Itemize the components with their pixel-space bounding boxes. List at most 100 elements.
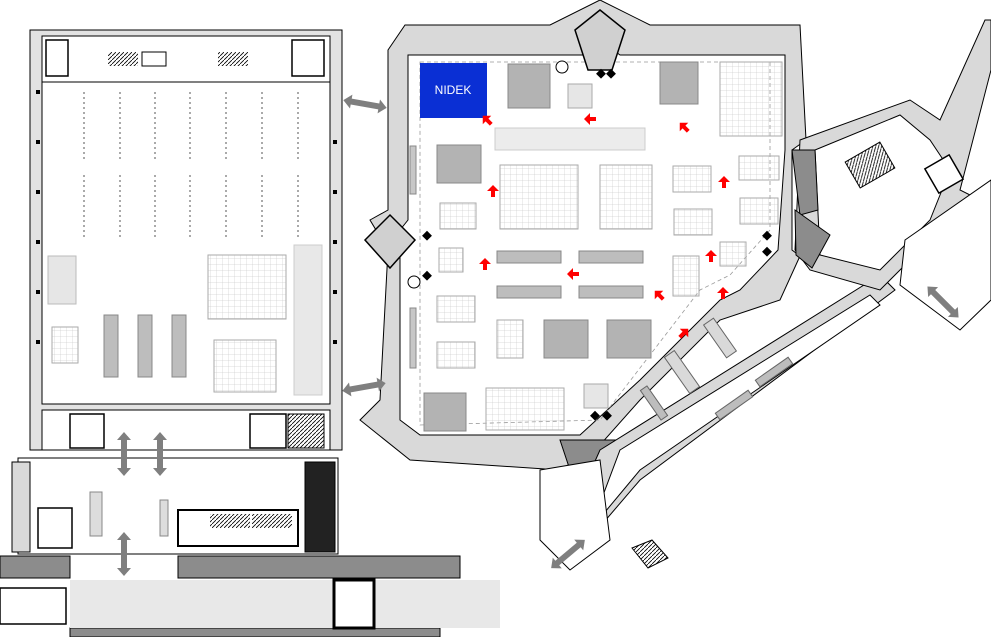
lower-lobby [11, 457, 339, 555]
booth[interactable] [103, 314, 119, 378]
room [37, 507, 73, 549]
elevator-icon [69, 413, 105, 449]
route-arrow-icon [705, 250, 717, 262]
corridor-wall [177, 555, 461, 579]
restroom-stalls [252, 514, 292, 528]
annex-shade [794, 209, 831, 269]
booth[interactable] [409, 307, 417, 369]
annex-stairs [844, 141, 896, 189]
stair-icon [631, 539, 669, 569]
booth[interactable] [606, 319, 652, 359]
booth[interactable] [494, 127, 646, 151]
access-arrow-icon [153, 432, 167, 476]
access-arrow-icon [117, 532, 131, 576]
service-room [141, 51, 167, 67]
lobby-wall [11, 461, 31, 553]
route-arrow-icon [482, 115, 493, 126]
annex-floor [814, 114, 951, 271]
route-arrow-icon [679, 122, 690, 133]
booth[interactable] [436, 144, 482, 184]
booth[interactable] [738, 155, 780, 181]
service-room [218, 52, 248, 66]
access-arrow-icon [551, 539, 585, 569]
booth[interactable] [672, 255, 700, 297]
stair-block [291, 39, 325, 77]
left-hall-rails [83, 92, 299, 240]
booth[interactable] [714, 389, 754, 421]
route-arrow-icon [717, 287, 729, 299]
corridor-wall [69, 627, 441, 637]
corridor-floor [70, 580, 500, 628]
nidek-booth[interactable] [420, 63, 487, 118]
access-arrow-icon [927, 286, 959, 318]
booth[interactable] [137, 314, 153, 378]
booth[interactable] [207, 254, 287, 320]
fan-icon [555, 60, 569, 74]
room [0, 587, 67, 625]
booth[interactable] [739, 197, 779, 225]
booth[interactable] [719, 241, 747, 267]
booth[interactable] [409, 145, 417, 195]
route-arrow-icon [718, 176, 730, 188]
booth[interactable] [543, 319, 589, 359]
access-arrow-icon [117, 432, 131, 476]
main-hall: NIDEK [359, 0, 807, 471]
booth[interactable] [171, 314, 187, 378]
booth[interactable] [578, 285, 644, 299]
booth[interactable] [507, 63, 551, 109]
booth[interactable] [702, 317, 738, 359]
route-arrow-icon [678, 328, 689, 339]
booth[interactable] [583, 383, 609, 409]
booth[interactable] [496, 319, 524, 359]
left-hall [29, 29, 343, 451]
access-arrows [117, 94, 959, 576]
access-arrow-icon [342, 377, 386, 397]
booth[interactable] [663, 349, 701, 395]
booth[interactable] [599, 164, 653, 230]
booth[interactable] [754, 356, 794, 388]
booth[interactable] [719, 61, 783, 137]
booth[interactable] [659, 61, 699, 105]
access-arrow-icon [343, 94, 387, 114]
left-hall-top-services [41, 35, 331, 83]
route-arrow-icon [654, 290, 665, 301]
booth[interactable] [423, 392, 467, 432]
booth[interactable] [439, 202, 477, 230]
booth[interactable] [672, 165, 712, 193]
booth[interactable] [499, 164, 579, 230]
nidek-booth-label: NIDEK [435, 83, 472, 97]
booth[interactable] [578, 250, 644, 264]
corridor-wall [0, 555, 71, 579]
stair-block [45, 39, 69, 77]
stair-icon [249, 413, 287, 449]
elevator-icon [923, 153, 965, 195]
route-arrows [479, 113, 730, 339]
service-room [108, 52, 138, 66]
fan-icon [407, 275, 421, 289]
entrance-lobby [539, 459, 611, 571]
booth[interactable] [47, 255, 77, 305]
bottom-corridor [0, 555, 500, 637]
stair-icon [287, 413, 325, 449]
booth[interactable] [438, 247, 464, 273]
booth[interactable] [496, 250, 562, 264]
column-icon [422, 68, 772, 421]
left-pavilion [363, 213, 417, 270]
booth[interactable] [213, 339, 277, 393]
route-arrow-icon [487, 185, 499, 197]
booth[interactable] [436, 341, 476, 369]
booth[interactable] [639, 385, 669, 421]
booth[interactable] [436, 295, 476, 323]
lobby-pillar [304, 461, 336, 553]
booth[interactable] [673, 208, 713, 236]
booth[interactable] [51, 326, 79, 364]
booth[interactable] [567, 83, 593, 109]
booth[interactable] [293, 244, 323, 396]
room [332, 578, 376, 630]
info-counter [159, 499, 169, 537]
top-pavilion [574, 9, 626, 71]
booth[interactable] [496, 285, 562, 299]
restroom-stalls [210, 514, 250, 528]
booth[interactable] [485, 387, 565, 431]
